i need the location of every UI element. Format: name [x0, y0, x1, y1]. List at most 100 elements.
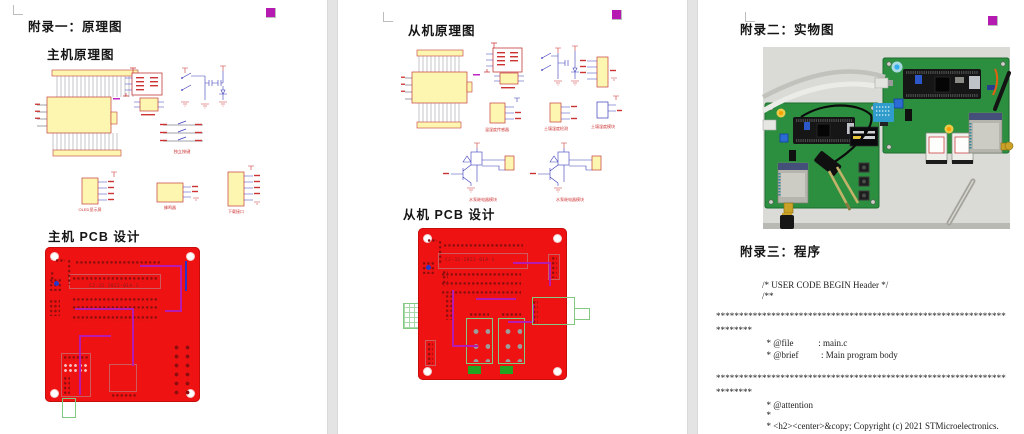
- trace: [180, 265, 182, 310]
- pcb-green-tab: [62, 398, 76, 418]
- trace-blue: [185, 261, 187, 291]
- via-blue: [54, 281, 59, 286]
- pad-row: [72, 315, 158, 321]
- pad-column: [63, 376, 70, 394]
- code-line: * <h2><center>&copy; Copyright (c) 2021 …: [762, 421, 999, 431]
- soil-caption: 土壤湿度检测: [544, 125, 568, 131]
- mounting-hole: [424, 368, 431, 375]
- pad-row: [501, 312, 521, 317]
- trace: [452, 290, 454, 346]
- mounting-hole: [51, 390, 58, 397]
- page2-heading: 从机原理图: [408, 24, 476, 38]
- power-led-circuit: [181, 65, 227, 109]
- dht-block: 温湿度传感器: [485, 97, 521, 132]
- trace: [165, 310, 182, 312]
- code-line: *: [762, 410, 772, 420]
- trace: [452, 345, 478, 347]
- metal-rod: [946, 178, 976, 226]
- soil-module-caption: 土壤湿度模块: [591, 123, 615, 129]
- page-gap-1: [327, 0, 338, 434]
- footprint-outline: [61, 353, 91, 397]
- pad-row: [443, 243, 523, 249]
- text-boundary-mark: [13, 5, 23, 15]
- usb-serial-ic: [123, 67, 163, 97]
- trace: [75, 308, 133, 310]
- mounting-hole: [554, 368, 561, 375]
- relay-pads: [502, 324, 522, 362]
- pad-column: [67, 259, 72, 285]
- relay-outline: [498, 318, 525, 364]
- hardware-photo-art: [761, 47, 1014, 229]
- pcb-silkscreen-text: CJ-32-2022-01A-1: [89, 284, 139, 289]
- crystal-ic: [494, 72, 524, 89]
- relay1-caption: 水泵继电器模块: [469, 196, 497, 202]
- usb-serial-ic: [484, 42, 523, 73]
- pad-row: [75, 260, 161, 266]
- pad-row: [441, 281, 521, 287]
- pad-column: [551, 256, 557, 278]
- page3-heading-photo: 附录二：实物图: [740, 23, 835, 37]
- trace: [140, 265, 182, 267]
- pad-row: [72, 276, 158, 282]
- pad-pair: [427, 238, 437, 243]
- download-header: 下载接口: [227, 165, 260, 214]
- relay2-caption: 水泵继电器模块: [556, 196, 584, 202]
- trace: [79, 335, 81, 395]
- page-gap-2: [687, 0, 698, 434]
- pad-column: [438, 240, 443, 264]
- relay-driver-1: 水泵继电器模块: [443, 142, 515, 202]
- dht-caption: 温湿度传感器: [485, 126, 509, 132]
- oled-connector: OLED显示屏: [79, 171, 117, 212]
- code-line: ********: [716, 387, 752, 397]
- master-schematic: 独立按键 OLED显示屏 蜂鸣器 下: [35, 65, 260, 214]
- trace: [508, 321, 533, 323]
- trace: [132, 308, 134, 366]
- pad-column: [442, 270, 448, 286]
- relay-outline: [466, 318, 493, 364]
- trace: [513, 262, 551, 264]
- pad-pair: [55, 258, 65, 263]
- pad-column: [532, 300, 538, 324]
- code-line: * @file : main.c: [762, 338, 848, 348]
- pad-column: [50, 271, 55, 283]
- code-line: * @attention: [762, 400, 814, 410]
- code-line: ****************************************…: [716, 373, 1006, 383]
- code-line: ****************************************…: [716, 311, 1006, 321]
- buzzer-caption: 蜂鸣器: [164, 204, 176, 210]
- oled-caption: OLED显示屏: [79, 206, 102, 212]
- pad-column: [427, 342, 433, 364]
- green-pad-block: [500, 366, 513, 374]
- via-blue: [426, 265, 431, 270]
- text-boundary-mark: [612, 10, 622, 20]
- pad-row: [63, 355, 89, 361]
- slave-pcb: CJ-32-2022-01A-1: [418, 228, 567, 380]
- buzzer-block: 蜂鸣器: [156, 182, 199, 210]
- green-pad-block: [468, 366, 481, 374]
- green-connector-outline: [532, 297, 575, 325]
- pad-row: [441, 272, 521, 278]
- trace: [549, 262, 551, 286]
- buttons-caption: 独立按键: [174, 148, 192, 155]
- slave-schematic: 温湿度传感器 土壤湿度检测 土壤湿度模块 水泵继电器模块: [401, 42, 622, 202]
- mcu-block: [35, 69, 139, 157]
- mcu-block: [401, 49, 480, 129]
- trace: [476, 298, 516, 300]
- text-boundary-mark: [988, 16, 998, 26]
- green-connector-tab: [574, 308, 590, 320]
- code-line: ********: [716, 325, 752, 335]
- pad-row: [469, 312, 489, 317]
- page1-heading: 附录一：原理图: [28, 20, 123, 34]
- power-led-circuit: [541, 45, 579, 86]
- footprint-outline: [425, 340, 436, 366]
- page3-heading-code: 附录三：程序: [740, 245, 822, 259]
- pad-grid: [171, 343, 193, 395]
- relay-driver-2: 水泵继电器模块: [530, 142, 602, 202]
- soil-block: 土壤湿度检测: [544, 102, 577, 131]
- key-buttons: 独立按键: [160, 120, 203, 155]
- master-pcb: CJ-32-2022-01A-1: [45, 247, 200, 402]
- soil-module-block: 土壤湿度模块: [591, 95, 622, 129]
- crystal-ic: [134, 97, 164, 116]
- mounting-hole: [51, 253, 58, 260]
- code-line: /**: [762, 291, 774, 301]
- code-line: * @brief : Main program body: [762, 350, 898, 360]
